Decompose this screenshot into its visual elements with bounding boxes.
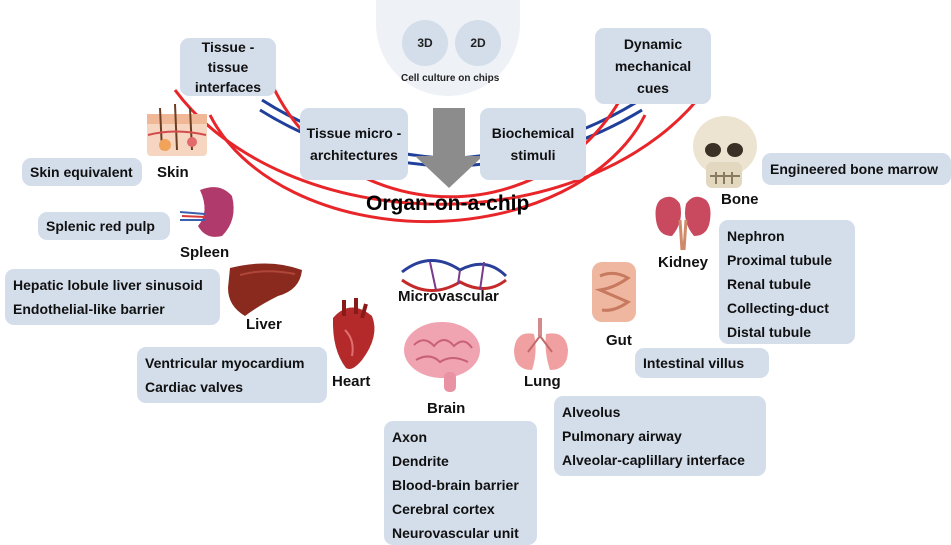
liver-label: Liver <box>246 316 282 333</box>
heart-icon <box>333 298 375 369</box>
brain-item: Neurovascular unit <box>392 521 529 545</box>
bone-item: Engineered bone marrow <box>770 157 938 181</box>
culture-caption: Cell culture on chips <box>401 73 499 84</box>
brain-icon <box>404 322 480 392</box>
mechanical-line3: cues <box>637 77 669 99</box>
brain-item: Cerebral cortex <box>392 497 529 521</box>
mechanical-line1: Dynamic <box>624 33 682 55</box>
brain-label: Brain <box>427 400 465 417</box>
heart-items-box: Ventricular myocardium Cardiac valves <box>137 347 327 403</box>
tissue-interfaces-box: Tissue - tissue interfaces <box>180 38 276 96</box>
tissue-interfaces-line1: Tissue - tissue <box>180 37 276 77</box>
liver-icon <box>228 263 302 316</box>
liver-item: Hepatic lobule liver sinusoid <box>13 273 212 297</box>
micro-architectures-line2: architectures <box>310 144 398 166</box>
kidney-item: Renal tubule <box>727 272 847 296</box>
skin-icon <box>147 104 207 156</box>
skin-label: Skin <box>157 164 189 181</box>
down-arrow-icon <box>415 108 483 188</box>
kidney-label: Kidney <box>658 254 708 271</box>
heart-item: Cardiac valves <box>145 375 319 399</box>
bone-icon <box>693 116 757 188</box>
kidney-icon <box>656 197 711 250</box>
vessel-icon <box>402 260 506 290</box>
tissue-interfaces-line2: interfaces <box>195 77 261 97</box>
liver-item: Endothelial-like barrier <box>13 297 212 321</box>
brain-item: Axon <box>392 425 529 449</box>
mechanical-line2: mechanical <box>615 55 691 77</box>
gut-label: Gut <box>606 332 632 349</box>
lung-icon <box>514 318 568 370</box>
skin-item: Skin equivalent <box>30 160 133 184</box>
kidney-items-box: Nephron Proximal tubule Renal tubule Col… <box>719 220 855 344</box>
biochemical-stimuli-box: Biochemical stimuli <box>480 108 586 180</box>
skin-items-box: Skin equivalent <box>22 158 142 186</box>
gut-items-box: Intestinal villus <box>635 348 769 378</box>
micro-architectures-line1: Tissue micro - <box>307 122 402 144</box>
lung-item: Pulmonary airway <box>562 424 758 448</box>
heart-item: Ventricular myocardium <box>145 351 319 375</box>
culture-2d-circle: 2D <box>455 20 501 66</box>
gut-icon <box>592 262 636 322</box>
lung-item: Alveolus <box>562 400 758 424</box>
brain-items-box: Axon Dendrite Blood-brain barrier Cerebr… <box>384 421 537 545</box>
kidney-item: Nephron <box>727 224 847 248</box>
lung-items-box: Alveolus Pulmonary airway Alveolar-capli… <box>554 396 766 476</box>
microvascular-label: Microvascular <box>398 288 499 305</box>
brain-item: Dendrite <box>392 449 529 473</box>
spleen-label: Spleen <box>180 244 229 261</box>
brain-item: Blood-brain barrier <box>392 473 529 497</box>
biochemical-line1: Biochemical <box>492 122 574 144</box>
lung-item: Alveolar-caplillary interface <box>562 448 758 472</box>
spleen-item: Splenic red pulp <box>46 214 155 238</box>
spleen-items-box: Splenic red pulp <box>38 212 170 240</box>
kidney-item: Distal tubule <box>727 320 847 344</box>
bone-label: Bone <box>721 191 759 208</box>
bone-items-box: Engineered bone marrow <box>762 153 951 185</box>
culture-3d-circle: 3D <box>402 20 448 66</box>
spleen-icon <box>180 187 234 237</box>
micro-architectures-box: Tissue micro - architectures <box>300 108 408 180</box>
mechanical-cues-box: Dynamic mechanical cues <box>595 28 711 104</box>
kidney-item: Proximal tubule <box>727 248 847 272</box>
biochemical-line2: stimuli <box>510 144 555 166</box>
liver-items-box: Hepatic lobule liver sinusoid Endothelia… <box>5 269 220 325</box>
heart-label: Heart <box>332 373 370 390</box>
diagram-title: Organ-on-a-chip <box>366 192 529 216</box>
gut-item: Intestinal villus <box>643 351 744 375</box>
lung-label: Lung <box>524 373 561 390</box>
kidney-item: Collecting-duct <box>727 296 847 320</box>
